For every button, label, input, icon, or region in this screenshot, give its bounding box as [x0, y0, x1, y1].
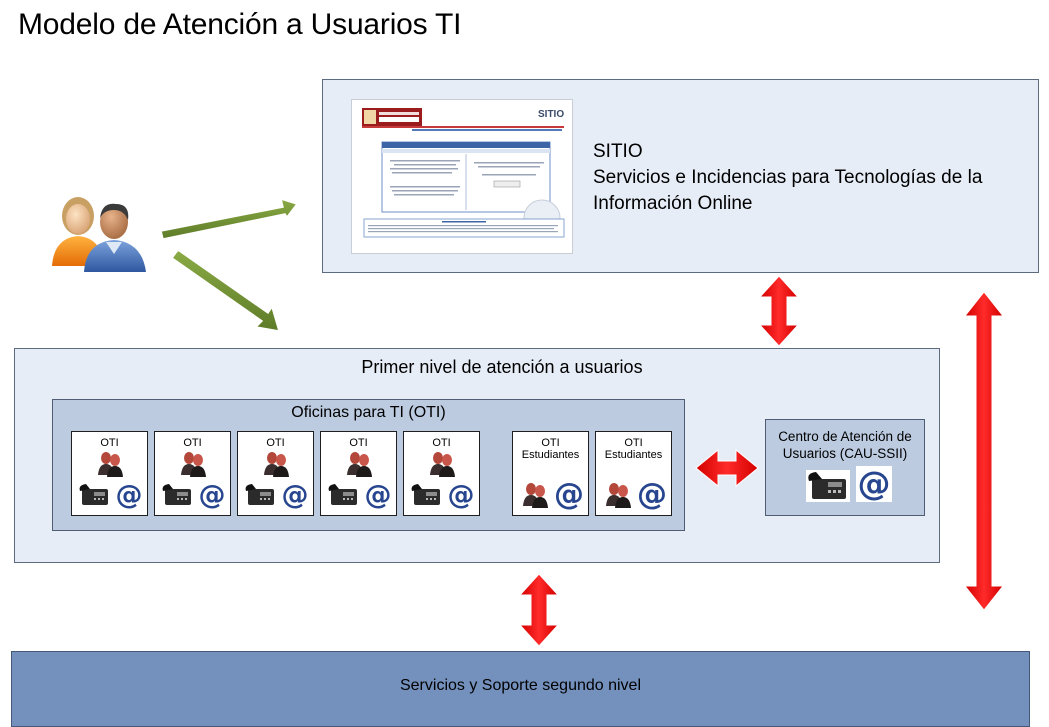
telephone-icon: [806, 470, 850, 502]
sitio-line-1: Servicios e Incidencias para Tecnologías…: [593, 167, 983, 188]
diagram-title: Modelo de Atención a Usuarios TI: [18, 8, 462, 41]
svg-text:@: @: [199, 480, 226, 511]
users-icon: [181, 452, 206, 477]
cau-title: Centro de Atención de Usuarios (CAU-SSII…: [778, 429, 912, 461]
users-icon: [347, 452, 372, 477]
at-sign-icon: @: [637, 477, 667, 512]
arrow-oti-cau: [695, 448, 759, 488]
svg-text:@: @: [116, 480, 143, 511]
segundo-nivel-title: Servicios y Soporte segundo nivel: [399, 677, 642, 694]
at-sign-icon: @: [365, 480, 392, 511]
oti-office-label: OTI: [183, 437, 202, 449]
users-icon: [52, 197, 146, 272]
users-icon: [523, 483, 548, 508]
svg-text:@: @: [365, 480, 392, 511]
oti-office-label: OTI: [349, 437, 368, 449]
svg-text:@: @: [637, 477, 667, 512]
oti-office-4: OTI @: [320, 431, 397, 516]
at-sign-icon: @: [116, 480, 143, 511]
svg-text:@: @: [858, 464, 891, 503]
users-icon: [430, 452, 455, 477]
website-header-label: SITIO: [538, 109, 565, 120]
oti-office-2: OTI @: [154, 431, 231, 516]
sitio-name: SITIO: [593, 141, 643, 162]
sitio-line-2: Información Online: [593, 193, 753, 214]
arrow-sitio-primer: [758, 275, 800, 347]
oti-office-5: OTI @: [403, 431, 480, 516]
svg-text:@: @: [282, 480, 309, 511]
svg-text:@: @: [448, 480, 475, 511]
at-sign-icon: @: [856, 464, 892, 503]
oti-office-label: OTI Estudiantes: [604, 437, 663, 461]
at-sign-icon: @: [554, 477, 584, 512]
telephone-icon: [328, 484, 357, 505]
oti-office-label: OTI: [266, 437, 285, 449]
telephone-icon: [411, 484, 440, 505]
oti-group-title: Oficinas para TI (OTI): [291, 404, 446, 421]
telephone-icon: [79, 484, 108, 505]
oti-office-1: OTI @: [71, 431, 148, 516]
users-icon: [264, 452, 289, 477]
primer-nivel-title: Primer nivel de atención a usuarios: [361, 357, 643, 377]
oti-office-estudiantes-2: OTI Estudiantes @: [595, 431, 672, 516]
oti-office-label: OTI: [432, 437, 451, 449]
cau-ssii-box: Centro de Atención de Usuarios (CAU-SSII…: [765, 419, 925, 516]
oti-office-label: OTI Estudiantes: [521, 437, 580, 461]
oti-office-estudiantes-1: OTI Estudiantes @: [512, 431, 589, 516]
oti-office-label: OTI: [100, 437, 119, 449]
at-sign-icon: @: [199, 480, 226, 511]
users-icon: [98, 452, 123, 477]
arrow-primer-segundo: [518, 573, 560, 647]
arrow-to-primer-nivel: [170, 248, 281, 332]
telephone-icon: [162, 484, 191, 505]
at-sign-icon: @: [448, 480, 475, 511]
sitio-website-screenshot: SITIO: [351, 99, 573, 254]
arrow-to-sitio: [160, 197, 299, 240]
website-thumbnail-graphic: [362, 108, 565, 238]
at-sign-icon: @: [282, 480, 309, 511]
sitio-description: SITIO Servicios e Incidencias para Tecno…: [593, 139, 982, 217]
telephone-icon: [245, 484, 274, 505]
oti-office-3: OTI @: [237, 431, 314, 516]
arrow-sitio-segundo: [963, 291, 1005, 611]
svg-text:@: @: [554, 477, 584, 512]
users-icon: [606, 483, 631, 508]
